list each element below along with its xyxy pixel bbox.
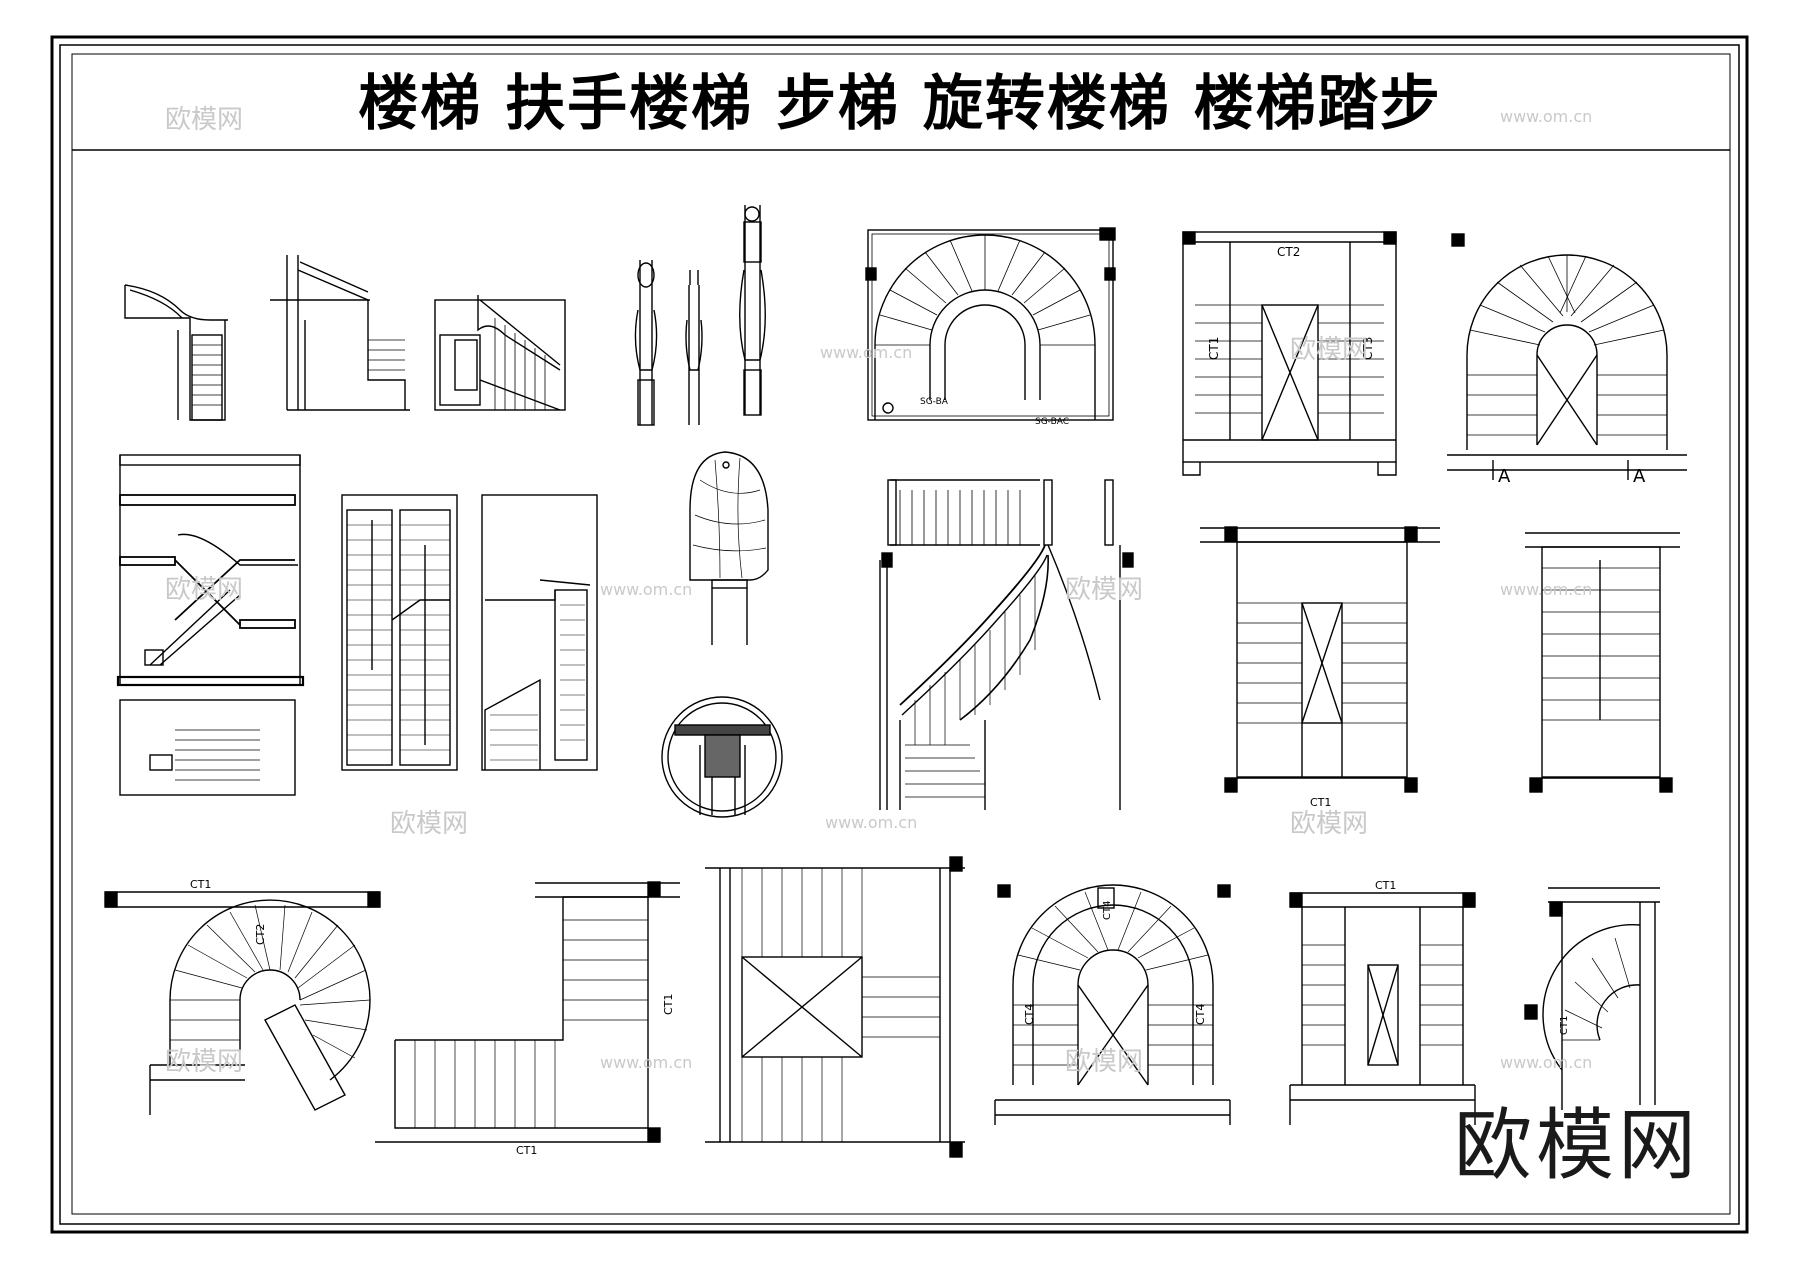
watermark-logo-3: 欧模网 (165, 575, 243, 605)
outer-frame (50, 35, 1749, 1234)
ct2-label: CT2 (1277, 245, 1300, 259)
l-stair-plan: CT1 CT1 (375, 881, 680, 1157)
balusters (634, 205, 766, 426)
watermark-url-6: www.om.cn (600, 1053, 692, 1072)
ct3-label: CT3 (1361, 337, 1375, 360)
watermark-url-7: www.om.cn (1500, 1053, 1592, 1072)
stair-elevation-3 (434, 295, 566, 411)
stair-section-3 (481, 494, 598, 771)
watermark-url-2: www.om.cn (820, 343, 912, 362)
ct1-quarter-label: CT1 (1559, 1016, 1570, 1035)
ct1-mid-label: CT1 (1310, 796, 1331, 809)
ct1-bottom-label: CT1 (1375, 879, 1396, 892)
stair-elevation-2 (270, 255, 410, 411)
curved-stair-elevation (879, 479, 1134, 810)
sg-bac-label: SG-BAC (1035, 417, 1069, 427)
watermark-logo-5: 欧模网 (390, 809, 468, 839)
stair-elevation-1 (124, 284, 228, 421)
stair-plan-straight (1525, 532, 1680, 793)
watermark-url-3: www.om.cn (600, 580, 692, 599)
inner-frame (59, 44, 1740, 1225)
stair-plan-ct1-bottom: CT1 (1289, 879, 1476, 1125)
watermark-logo-4: 欧模网 (1065, 575, 1143, 605)
watermark-logo-7: 欧模网 (165, 1047, 243, 1077)
brand-logo: 欧模网 (1453, 1101, 1700, 1191)
ct1-spiral-label: CT1 (190, 878, 211, 891)
spiral-plan-ct1-ct2: CT1 CT2 (104, 878, 381, 1115)
ct1-l-side-label: CT1 (662, 994, 675, 1015)
stair-section-floors (116, 454, 305, 796)
sheet-title: 楼梯 扶手楼梯 步梯 旋转楼梯 楼梯踏步 (358, 69, 1442, 139)
ct2-spiral-label: CT2 (254, 924, 267, 945)
sg-ba-label: SG-BA (920, 397, 949, 407)
round-section-detail (661, 696, 783, 818)
watermark-url-1: www.om.cn (1500, 107, 1592, 126)
stair-plan-ct2: CT2 CT1 CT3 (1182, 231, 1397, 476)
newel-detail (689, 451, 769, 645)
watermark-logo-1: 欧模网 (165, 105, 243, 135)
ct4-left-label: CT4 (1023, 1004, 1036, 1025)
watermark-logo-6: 欧模网 (1290, 809, 1368, 839)
arched-plan-ct4: CT4 CT4 CT4 (994, 884, 1231, 1125)
section-a-left: A (1498, 466, 1511, 487)
spiral-plan-railing: SG-BA SG-BAC (865, 227, 1116, 427)
watermark-logo-2: 欧模网 (1290, 335, 1368, 365)
watermark-url-4: www.om.cn (1500, 580, 1592, 599)
ct4-right-label: CT4 (1194, 1004, 1207, 1025)
ct1-label: CT1 (1207, 337, 1221, 360)
watermarks: 欧模网 www.om.cn 欧模网 www.om.cn 欧模网 欧模网 www.… (165, 105, 1592, 1077)
watermark-url-5: www.om.cn (825, 813, 917, 832)
ct1-l-label: CT1 (516, 1144, 537, 1157)
watermark-logo-8: 欧模网 (1065, 1047, 1143, 1077)
quarter-spiral-plan: CT1 (1524, 887, 1660, 1110)
stair-plan-ct1-mid: CT1 (1200, 526, 1440, 809)
arched-plan-a: A A (1447, 233, 1687, 487)
section-a-right: A (1633, 466, 1646, 487)
stair-section-long (341, 494, 458, 771)
ct4-top-label: CT4 (1102, 901, 1113, 920)
square-stair-plan (705, 856, 965, 1158)
